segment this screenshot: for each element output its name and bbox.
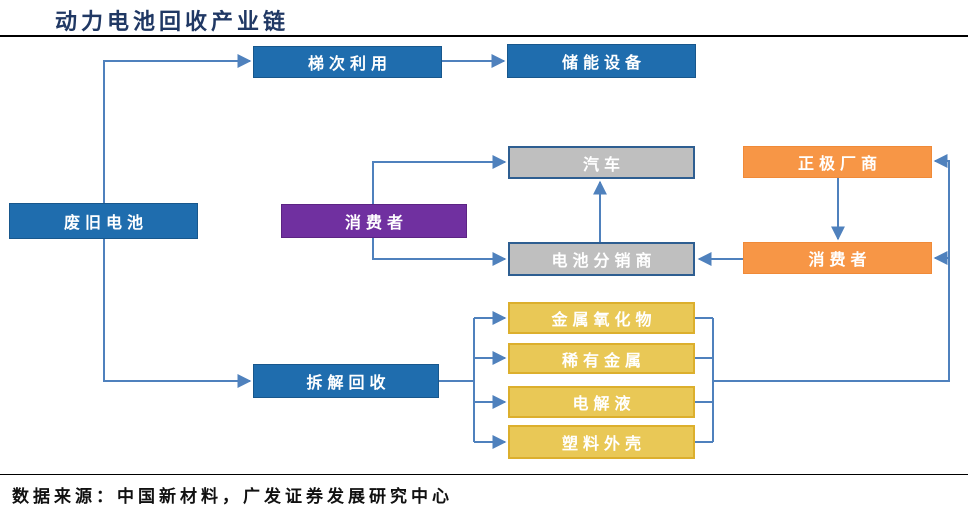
page-title: 动力电池回收产业链 [55, 9, 290, 34]
node-car: 汽车 [508, 146, 695, 179]
node-rare-metal: 稀有金属 [508, 343, 695, 374]
node-consumer-orange: 消费者 [743, 242, 932, 274]
node-tiered-use: 梯次利用 [253, 46, 442, 78]
source-note: 数据来源：中国新材料，广发证券发展研究中心 [12, 487, 453, 506]
node-electrolyte: 电解液 [508, 386, 695, 418]
node-dismantle-recycle: 拆解回收 [253, 364, 439, 398]
node-plastic-shell: 塑料外壳 [508, 425, 695, 459]
node-waste-battery: 废旧电池 [9, 203, 198, 239]
node-consumer-purple: 消费者 [281, 204, 467, 238]
title-underline [0, 35, 968, 37]
node-battery-distributor: 电池分销商 [508, 242, 695, 276]
footer-divider [0, 474, 968, 475]
node-metal-oxide: 金属氧化物 [508, 302, 695, 334]
node-cathode-maker: 正极厂商 [743, 146, 932, 178]
node-energy-storage: 储能设备 [507, 44, 696, 78]
